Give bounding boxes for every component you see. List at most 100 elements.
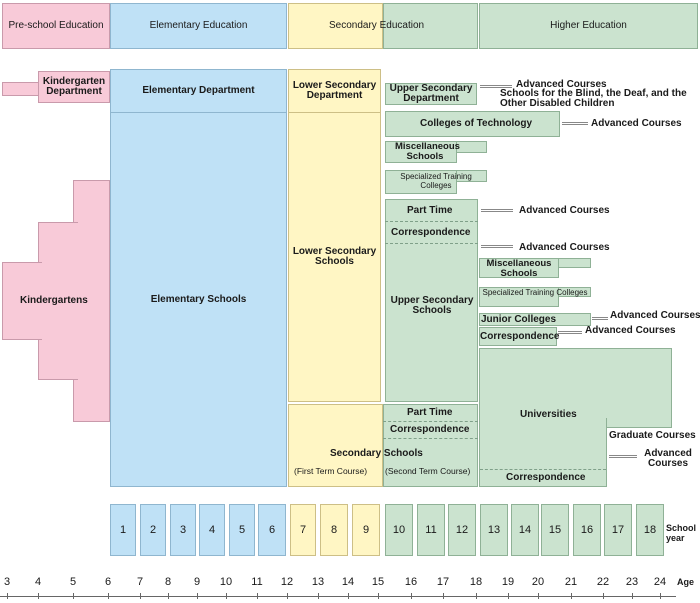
advanced-courses-5: Advanced Courses [610,310,700,321]
universities-box-top [479,348,672,428]
school-year-5: 5 [229,504,255,556]
elementary-schools: Elementary Schools [110,112,287,487]
school-year-3: 3 [170,504,196,556]
school-year-14: 14 [511,504,539,556]
part-time-2: Part Time [407,407,453,418]
age-tick [108,593,109,599]
school-year-15: 15 [541,504,569,556]
connector [481,209,513,212]
connector [609,455,637,458]
kindergartens-step-3 [73,180,110,422]
school-year-1: 1 [110,504,136,556]
school-year-17: 17 [604,504,632,556]
divider [383,438,478,439]
kindergarten-dept: Kindergarten Department [38,71,110,103]
age-tick [287,593,288,599]
connector [558,331,582,334]
age-tick [411,593,412,599]
age-tick-label: 16 [404,576,418,588]
secondary-schools-first [288,404,383,487]
secondary-schools-second [383,404,478,487]
advanced-courses-1: Advanced Courses [516,79,607,90]
connector [480,85,512,88]
universities-box-bottom [479,418,607,487]
age-tick [476,593,477,599]
school-year-11: 11 [417,504,445,556]
school-year-4: 4 [199,504,225,556]
age-tick-label: 18 [469,576,483,588]
age-tick [38,593,39,599]
age-tick-label: 9 [193,576,201,588]
age-tick-label: 21 [564,576,578,588]
correspondence-2: Correspondence [480,331,560,342]
misc-schools-1: Miscellaneous Schools [395,141,460,162]
age-tick-label: 3 [3,576,11,588]
age-tick-label: 24 [653,576,667,588]
correspondence-4: Correspondence [506,472,586,483]
advanced-courses-7: Advanced Courses [644,448,692,469]
correspondence-2-box [479,327,557,346]
correspondence-3: Correspondence [390,424,470,435]
kindergartens-label: Kindergartens [20,295,88,306]
header-secondary: Secondary Education [329,20,425,31]
advanced-courses-2: Advanced Courses [591,118,682,129]
school-year-label: School year [666,523,697,543]
school-year-18: 18 [636,504,664,556]
school-year-10: 10 [385,504,413,556]
age-tick-label: 14 [341,576,355,588]
colleges-tech: Colleges of Technology [420,118,533,129]
spec-training-1: Specialized Training Colleges [400,172,472,190]
misc-schools-2: Miscellaneous Schools [486,258,552,279]
advanced-courses-6: Advanced Courses [585,325,676,336]
connector [592,317,608,320]
connector [562,122,588,125]
age-tick-label: 5 [69,576,77,588]
age-tick [660,593,661,599]
age-tick [571,593,572,599]
age-tick [443,593,444,599]
upper-secondary-schools: Upper Secondary Schools [390,295,474,316]
header-secondary-right [383,3,478,49]
misc-schools-2-box [479,258,559,278]
age-tick [603,593,604,599]
age-tick [318,593,319,599]
age-tick [140,593,141,599]
divider [480,469,606,470]
age-axis-line [0,596,676,597]
age-tick [168,593,169,599]
header-preschool: Pre-school Education [2,3,110,49]
age-tick [226,593,227,599]
age-tick-label: 12 [280,576,294,588]
school-year-8: 8 [320,504,348,556]
school-year-12: 12 [448,504,476,556]
school-year-13: 13 [480,504,508,556]
age-tick [197,593,198,599]
spec-training-2-box [479,287,559,307]
school-year-7: 7 [290,504,316,556]
age-label: Age [677,577,695,587]
age-tick-label: 19 [501,576,515,588]
upper-secondary-schools-box [385,199,478,402]
age-tick-label: 22 [596,576,610,588]
age-tick-label: 20 [531,576,545,588]
junior-colleges-box [479,313,591,326]
header-higher: Higher Education [479,3,698,49]
divider [385,221,478,222]
secondary-schools-label: Secondary Schools [330,448,423,459]
header-secondary-left [288,3,383,49]
second-term-label: (Second Term Course) [385,466,471,476]
age-tick [538,593,539,599]
school-year-2: 2 [140,504,166,556]
divider [385,243,478,244]
spec-training-1-box [385,170,457,194]
age-tick [632,593,633,599]
age-tick-label: 15 [371,576,385,588]
age-tick [508,593,509,599]
age-tick [378,593,379,599]
age-tick-label: 10 [219,576,233,588]
kindergartens-step-1 [2,262,42,340]
header-elementary: Elementary Education [110,3,287,49]
upper-secondary-dept: Upper Secondary Department [385,83,477,105]
part-time-1: Part Time [407,205,453,216]
school-year-16: 16 [573,504,601,556]
